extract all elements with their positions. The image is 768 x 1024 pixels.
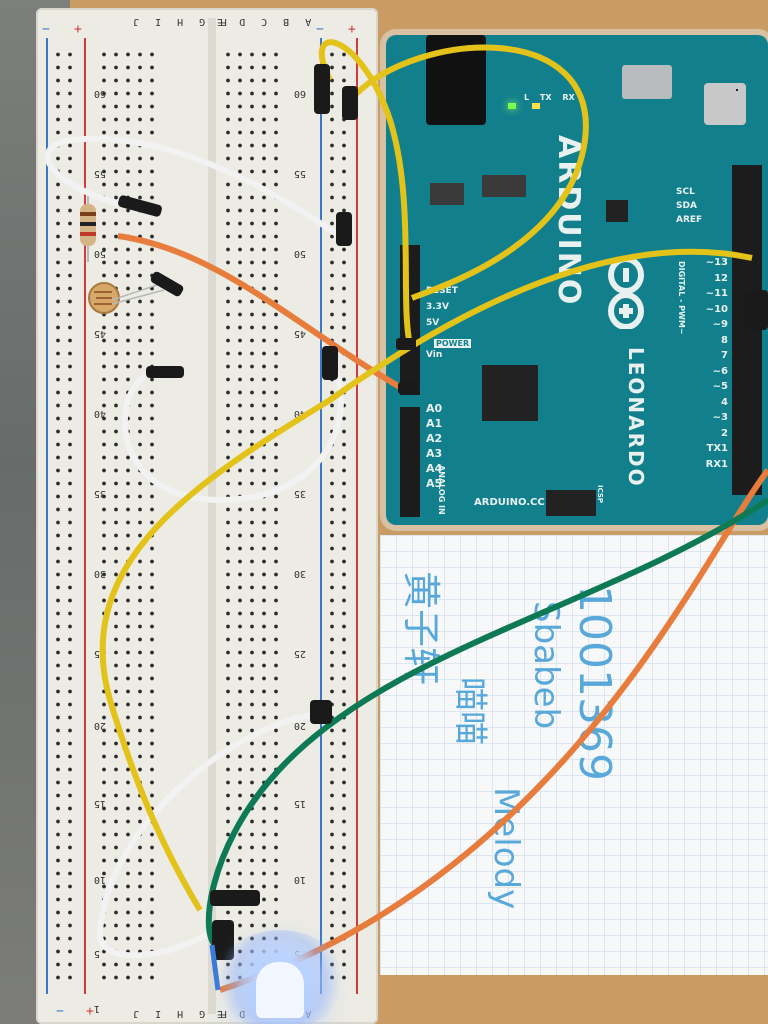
rail-plus-label-right: +	[348, 22, 356, 37]
resistor	[80, 190, 96, 262]
power-pin-labels: RESET 3.3V 5V Vin	[426, 286, 458, 360]
rail-red-left	[84, 38, 86, 994]
handwritten-note: 1001369 Sbabeb 黄子轩 喵喵 Melody	[380, 535, 768, 975]
analog-pin-labels: A0 A1 A2 A3 A4 A5	[426, 402, 443, 490]
wire-orange-top	[117, 233, 407, 393]
rail-blue-right	[320, 38, 322, 994]
analog-header	[400, 407, 420, 517]
microcontroller-chip	[482, 365, 538, 421]
voltage-regulator	[482, 175, 526, 197]
rail-minus-label-right: −	[316, 22, 324, 37]
micro-usb-port	[622, 65, 672, 99]
wire-yellow-arc	[352, 44, 589, 301]
status-led-green	[508, 103, 516, 109]
rail-blue-left	[46, 38, 48, 994]
blue-led	[256, 962, 304, 1018]
wire-white-top	[44, 135, 347, 243]
led-labels: L TX RX	[524, 93, 575, 102]
reset-button[interactable]	[704, 83, 746, 125]
icsp-header	[546, 490, 596, 516]
capacitor	[430, 183, 464, 205]
power-header-label: POWER	[434, 339, 472, 348]
wire-yellow-left	[99, 248, 753, 912]
rail-minus-label: −	[42, 22, 50, 37]
rail-plus-label: +	[74, 22, 82, 37]
arduino-leonardo-board: RESET 3.3V 5V Vin POWER A0 A1 A2 A3 A4 A…	[386, 35, 768, 525]
wire-yellow-top	[318, 39, 413, 346]
arduino-website: ARDUINO.CC	[474, 497, 545, 508]
rail-minus-label-bottom: −	[56, 1004, 64, 1019]
breadboard: F G H I J A B C D E F G H I J A B C D E …	[36, 8, 378, 1024]
status-led-yellow	[532, 103, 540, 109]
jumper-heads	[118, 64, 768, 960]
wire-white-middle	[121, 358, 344, 504]
top-right-pin-labels: SCL SDA AREF	[676, 187, 703, 225]
rail-red-right	[356, 38, 358, 994]
center-groove	[208, 18, 216, 1014]
digital-pin-labels: ~13 12 ~11 ~10 ~9 8 7 ~6 ~5 4 ~3 2 TX1 R…	[705, 257, 728, 470]
rail-holes-left	[52, 48, 78, 984]
small-ic	[606, 200, 628, 222]
photoresistor	[88, 282, 165, 314]
terminal-holes-right	[222, 48, 286, 984]
rail-holes-right	[326, 48, 352, 984]
wire-white-bottom	[96, 711, 323, 959]
rail-plus-label-bottom: +	[86, 1004, 94, 1019]
